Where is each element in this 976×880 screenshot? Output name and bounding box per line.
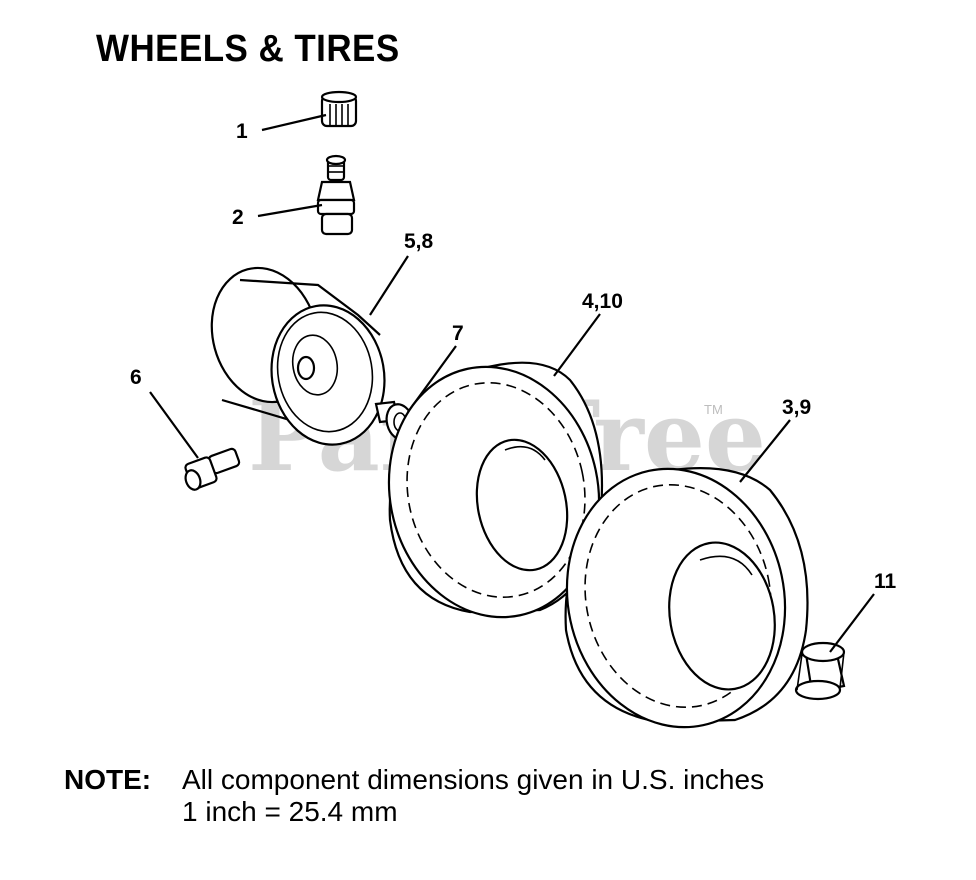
leader-1 xyxy=(261,113,327,132)
note-line-dimensions: All component dimensions given in U.S. i… xyxy=(182,764,765,795)
part-valve-cap[interactable] xyxy=(320,90,358,128)
note-lines: All component dimensions given in U.S. i… xyxy=(182,764,764,828)
diagram-title: WHEELS & TIRES xyxy=(96,28,400,70)
callout-4-10: 4,10 xyxy=(582,290,623,313)
note-block: NOTE: All component dimensions given in … xyxy=(64,764,764,828)
watermark-tm: TM xyxy=(704,402,723,417)
leader-11 xyxy=(829,593,875,653)
part-axle-cap[interactable] xyxy=(794,641,846,701)
leader-6 xyxy=(149,391,199,459)
note-label: NOTE: xyxy=(64,764,152,795)
part-tire-front[interactable] xyxy=(366,347,622,637)
callout-1: 1 xyxy=(236,120,248,143)
note-line-conversion: 1 inch = 25.4 mm xyxy=(182,796,398,827)
part-tire-rear[interactable] xyxy=(543,448,809,747)
part-wheel-rim[interactable] xyxy=(197,256,395,454)
callout-6: 6 xyxy=(130,366,142,389)
callout-2: 2 xyxy=(232,206,244,229)
leader-4-10 xyxy=(553,313,601,377)
leader-5-8 xyxy=(369,255,409,316)
part-valve-stem[interactable] xyxy=(316,154,356,236)
callout-11: 11 xyxy=(874,570,897,593)
callout-3-9: 3,9 xyxy=(782,396,811,419)
callout-5-8: 5,8 xyxy=(404,230,434,253)
callout-7: 7 xyxy=(452,322,464,345)
part-grease-fitting[interactable] xyxy=(183,447,241,492)
leader-2 xyxy=(257,203,323,218)
leader-3-9 xyxy=(739,419,791,483)
